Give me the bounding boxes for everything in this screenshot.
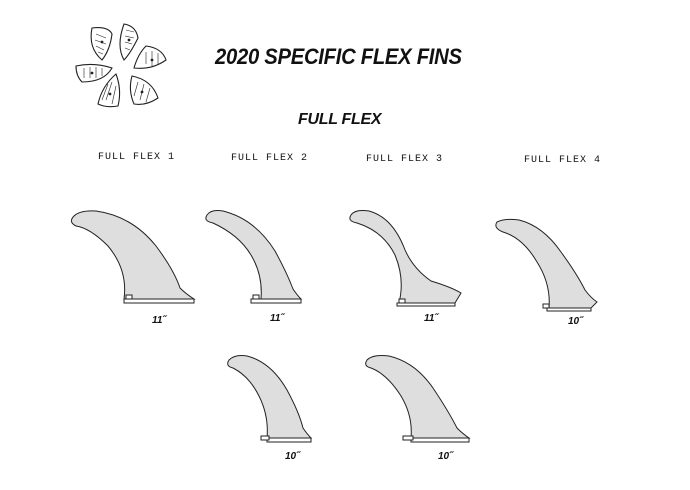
page-title: 2020 SPECIFIC FLEX FINS: [215, 44, 462, 69]
fin-4-outline: [495, 218, 598, 312]
pinwheel-logo-icon: [75, 23, 167, 108]
fin-size-6: 10˝: [438, 451, 453, 462]
fin-6-outline: [365, 355, 471, 443]
fin-label-3: FULL FLEX 3: [366, 154, 444, 165]
fin-1-outline: [70, 210, 196, 304]
fin-label-1: FULL FLEX 1: [98, 152, 176, 163]
fin-label-4: FULL FLEX 4: [524, 155, 602, 166]
fin-size-1: 11˝: [152, 315, 166, 326]
fin-size-5: 10˝: [285, 451, 300, 462]
fin-size-3: 11˝: [424, 313, 438, 324]
fin-3-outline: [349, 210, 462, 307]
fin-size-4: 10˝: [568, 316, 583, 327]
fin-5-outline: [227, 355, 313, 443]
fin-size-2: 11˝: [270, 313, 284, 324]
section-title: FULL FLEX: [298, 111, 382, 128]
fin-label-2: FULL FLEX 2: [231, 153, 309, 164]
fin-2-outline: [205, 210, 303, 304]
